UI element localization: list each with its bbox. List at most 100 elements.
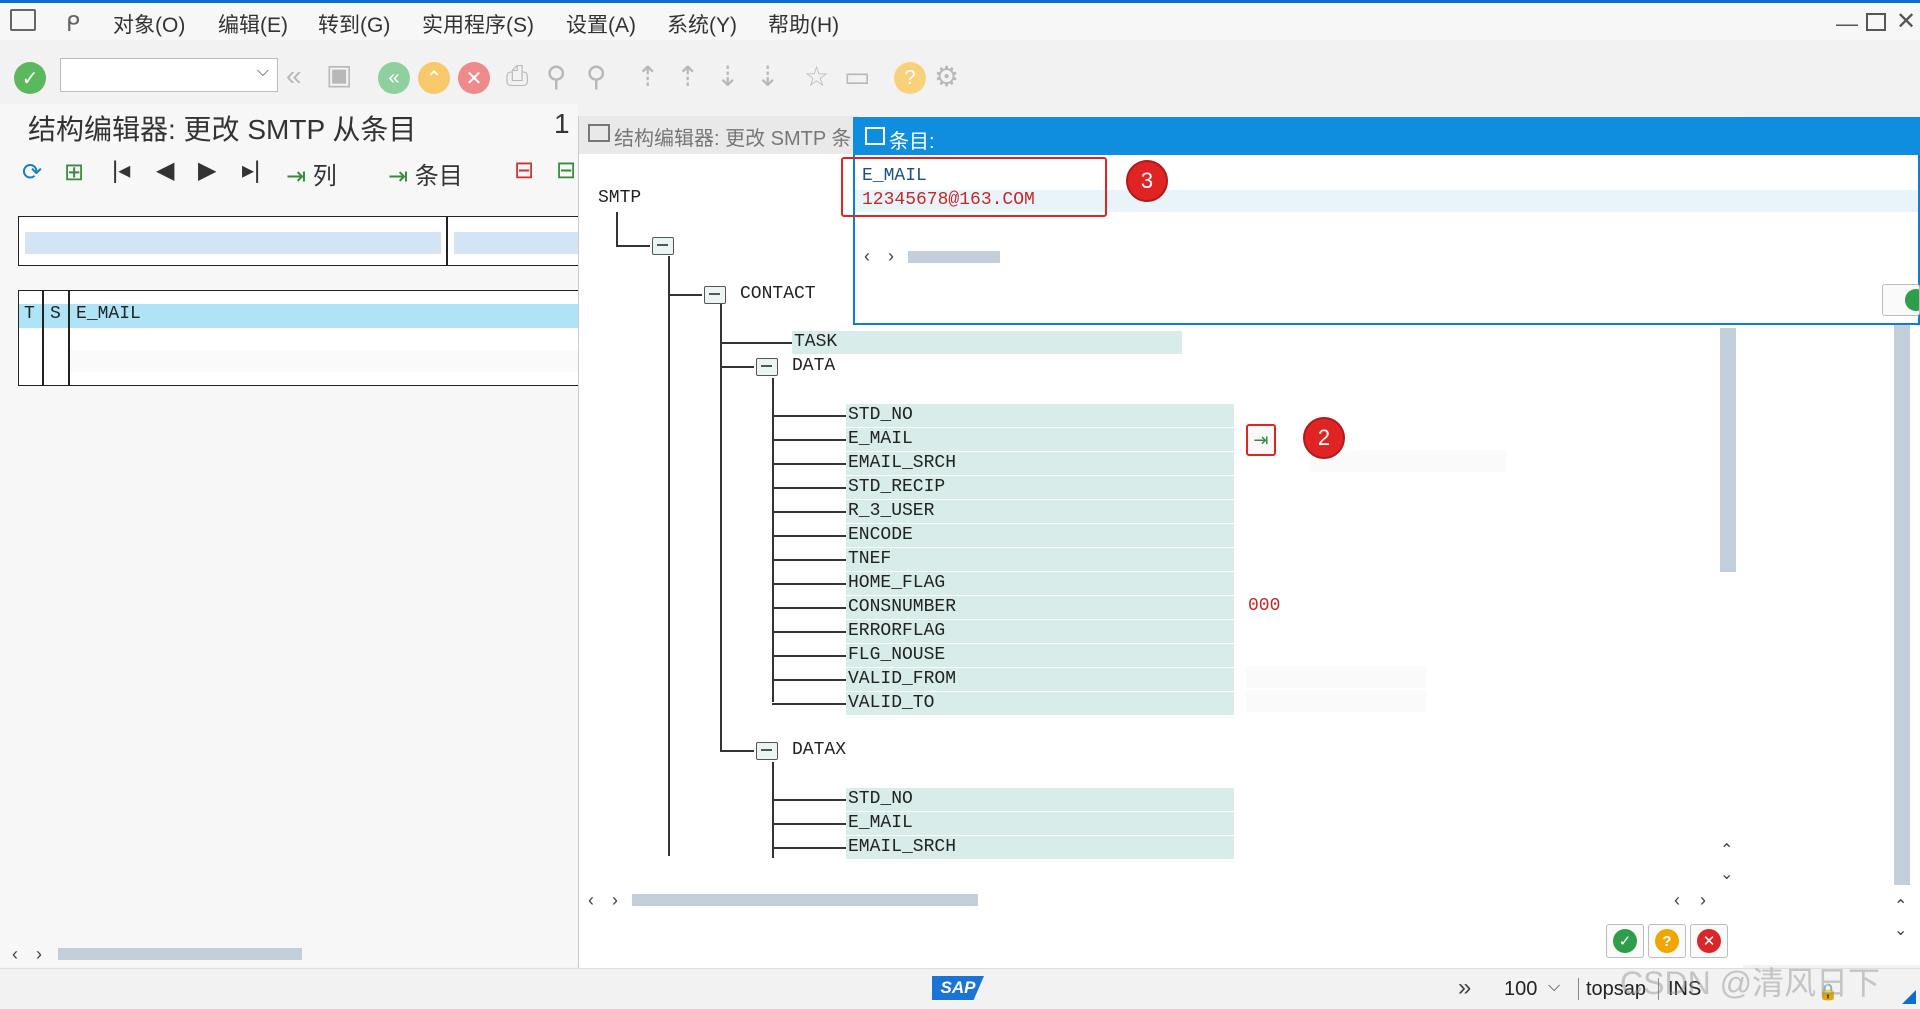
refresh-icon[interactable]: ⟳: [22, 159, 43, 186]
tree-scroll-right2-icon[interactable]: ›: [1700, 890, 1706, 910]
back-double-icon[interactable]: «: [286, 60, 302, 91]
tree-field-consnumber[interactable]: CONSNUMBER: [846, 596, 1234, 619]
tree-field-valid-from[interactable]: VALID_FROM: [846, 668, 1234, 691]
chevron-down-icon[interactable]: ⌵: [256, 63, 269, 80]
tree-field-encode[interactable]: ENCODE: [846, 524, 1234, 547]
datax-field-email-srch[interactable]: EMAIL_SRCH: [846, 836, 1234, 859]
tree-confirm-button[interactable]: ✓: [1606, 924, 1644, 958]
print-icon[interactable]: ⎙: [506, 60, 529, 91]
tree-node-data[interactable]: DATA: [792, 356, 836, 376]
first-entry-icon[interactable]: |◂: [112, 157, 131, 184]
first-page-icon[interactable]: ⇡: [636, 61, 660, 92]
menu-object[interactable]: 对象(O): [113, 14, 186, 37]
prev-entry-icon[interactable]: ◀: [156, 157, 175, 184]
tree-field-valid-to[interactable]: VALID_TO: [846, 692, 1234, 715]
input-mode[interactable]: INS: [1668, 978, 1702, 1000]
menu-system[interactable]: 系统(Y): [667, 14, 737, 37]
left-scroll-right-icon[interactable]: ›: [36, 944, 42, 964]
datax-field-std-no[interactable]: STD_NO: [846, 788, 1234, 811]
tree-field-errorflag[interactable]: ERRORFLAG: [846, 620, 1234, 643]
tree-scroll-left-icon[interactable]: ‹: [588, 890, 594, 910]
value-field[interactable]: [1246, 666, 1426, 688]
tree-node-datax[interactable]: DATAX: [792, 740, 847, 760]
next-entry-icon[interactable]: ▶: [198, 157, 217, 184]
value-field[interactable]: [1310, 450, 1506, 472]
left-scroll-left-icon[interactable]: ‹: [12, 944, 18, 964]
field-grid-data-row[interactable]: [70, 350, 578, 372]
dialog-scroll-right-icon[interactable]: ›: [888, 246, 894, 266]
exit-icon[interactable]: ⌃: [418, 62, 450, 94]
dialog-horizontal-scrollbar[interactable]: [908, 251, 1000, 263]
menu-edit[interactable]: 编辑(E): [218, 14, 288, 37]
tree-node-task[interactable]: TASK: [792, 331, 1182, 354]
delete-entry-icon[interactable]: ⊟: [514, 157, 535, 184]
menu-goto[interactable]: 转到(G): [318, 14, 391, 37]
folder-icon[interactable]: [652, 237, 674, 255]
last-page-icon[interactable]: ⇣: [756, 61, 780, 92]
settings-gear-icon[interactable]: ⚙: [934, 61, 960, 92]
insert-entry-icon[interactable]: ⊟: [556, 157, 577, 184]
tree-cancel-button[interactable]: ✕: [1690, 924, 1728, 958]
folder-icon[interactable]: [704, 286, 726, 304]
tree-field-e-mail[interactable]: E_MAIL: [846, 428, 1234, 451]
new-session-icon[interactable]: ☆: [804, 61, 830, 92]
hierarchy-icon[interactable]: ⊞: [64, 159, 85, 186]
help-icon[interactable]: ?: [894, 62, 926, 94]
tree-field-home-flag[interactable]: HOME_FLAG: [846, 572, 1234, 595]
tree-scroll-down-icon[interactable]: ⌄: [1720, 866, 1734, 883]
next-page-icon[interactable]: ⇣: [716, 61, 740, 92]
minimize-icon[interactable]: —: [1836, 11, 1858, 36]
save-icon[interactable]: ▣: [326, 59, 353, 90]
left-horizontal-scrollbar[interactable]: [58, 948, 302, 960]
tree-vertical-scrollbar[interactable]: [1720, 328, 1736, 572]
dialog-confirm-button[interactable]: [1882, 284, 1920, 316]
tree-scroll-left2-icon[interactable]: ‹: [1674, 890, 1680, 910]
tree-field-std-no[interactable]: STD_NO: [846, 404, 1234, 427]
entry-button[interactable]: ⇥ 条目: [388, 156, 463, 191]
edit-entry-button[interactable]: ⇥: [1246, 424, 1276, 456]
header-cell-1[interactable]: [25, 232, 441, 254]
find-next-icon[interactable]: ⚲: [586, 61, 607, 92]
tree-horizontal-scrollbar[interactable]: [632, 894, 978, 906]
tree-scroll-right-icon[interactable]: ›: [612, 890, 618, 910]
tree-scroll-up-icon[interactable]: ⌃: [1720, 842, 1734, 859]
last-entry-icon[interactable]: ▸|: [242, 157, 261, 184]
value-field[interactable]: [1246, 690, 1426, 712]
consnumber-value[interactable]: 000: [1248, 596, 1281, 616]
zoom-chevron-icon[interactable]: ⌵: [1548, 978, 1561, 995]
shortcut-icon[interactable]: ▭: [844, 61, 871, 92]
prev-page-icon[interactable]: ⇡: [676, 61, 700, 92]
datax-field-e-mail[interactable]: E_MAIL: [846, 812, 1234, 835]
menu-settings[interactable]: 设置(A): [566, 14, 636, 37]
restore-icon[interactable]: [1866, 13, 1886, 31]
header-cell-2[interactable]: [454, 232, 578, 254]
dialog-value-row: [855, 190, 1918, 212]
status-expand-icon[interactable]: »: [1458, 974, 1472, 1001]
menu-help[interactable]: 帮助(H): [768, 14, 840, 37]
command-field[interactable]: ⌵: [60, 58, 278, 92]
outer-scroll-up-icon[interactable]: ⌃: [1894, 898, 1908, 915]
dialog-scroll-left-icon[interactable]: ‹: [864, 246, 870, 266]
cancel-icon[interactable]: ✕: [458, 62, 490, 94]
enter-check-icon[interactable]: ✓: [14, 62, 46, 94]
find-icon[interactable]: ⚲: [546, 61, 567, 92]
tree-field-tnef[interactable]: TNEF: [846, 548, 1234, 571]
dialog-field-value[interactable]: 12345678@163.COM: [862, 190, 1035, 210]
back-icon[interactable]: «: [378, 62, 410, 94]
layout-menu-icon[interactable]: ᑭ: [66, 11, 80, 36]
folder-icon[interactable]: [756, 358, 778, 376]
outer-scroll-down-icon[interactable]: ⌄: [1894, 922, 1908, 939]
zoom-level[interactable]: 100: [1504, 978, 1538, 1000]
app-menu-icon[interactable]: [10, 9, 36, 31]
folder-icon[interactable]: [756, 742, 778, 760]
tree-field-email-srch[interactable]: EMAIL_SRCH: [846, 452, 1234, 475]
tree-help-button[interactable]: ?: [1648, 924, 1686, 958]
outer-vertical-scrollbar[interactable]: [1894, 325, 1910, 885]
close-icon[interactable]: ✕: [1896, 8, 1917, 35]
menu-utilities[interactable]: 实用程序(S): [422, 14, 534, 37]
tree-field-flg-nouse[interactable]: FLG_NOUSE: [846, 644, 1234, 667]
tree-field-std-recip[interactable]: STD_RECIP: [846, 476, 1234, 499]
column-button[interactable]: ⇥ 列: [286, 156, 337, 191]
tree-field-r-3-user[interactable]: R_3_USER: [846, 500, 1234, 523]
tree-node-contact[interactable]: CONTACT: [740, 284, 816, 304]
